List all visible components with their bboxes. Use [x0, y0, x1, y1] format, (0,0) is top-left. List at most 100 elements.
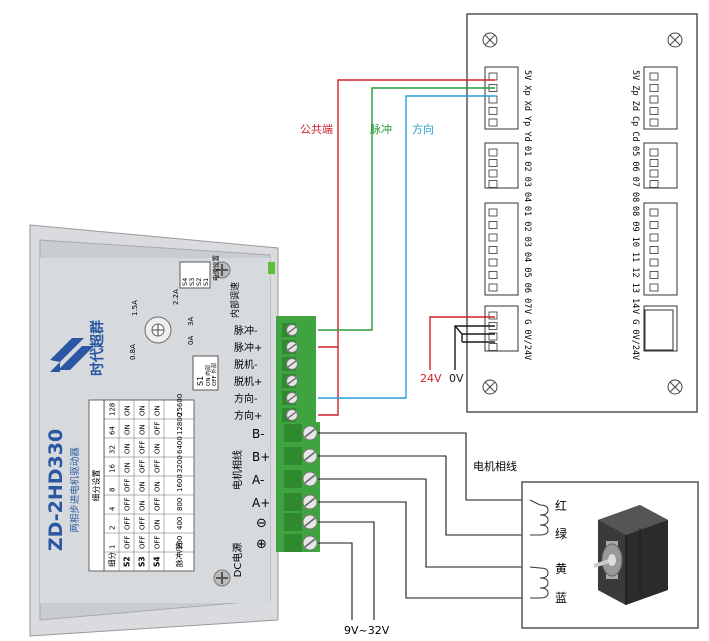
table-cell: OFF — [139, 535, 147, 549]
table-cell: 6400 — [176, 436, 184, 454]
table-cell: OFF — [124, 497, 132, 511]
table-cell: 800 — [176, 498, 184, 511]
label-common: 公共端 — [300, 123, 333, 136]
table-cell: OFF — [139, 459, 147, 473]
table-cell: ON — [139, 424, 147, 435]
signal-terminal-label: 脱机+ — [234, 375, 262, 388]
screw-icon — [667, 379, 683, 395]
table-cell: OFF — [139, 440, 147, 454]
driver-subtitle: 两相步进电机驱动器 — [69, 447, 81, 533]
table-cell: 8 — [109, 488, 117, 492]
wire-power-neg — [318, 521, 375, 620]
switch-label: S2 — [195, 278, 203, 286]
motor-terminal-block — [276, 422, 320, 552]
table-cell: ON — [154, 405, 162, 416]
s1-on: ON 内部 — [204, 364, 212, 386]
table-cell: 128 — [109, 403, 117, 416]
stepper-driver: 时代超群 0.8A 1.5A 2.2A 3A 0A S4 S3 S2 S1 电流… — [29, 224, 279, 637]
current-label: 2.2A — [172, 289, 180, 305]
table-cell: ON — [154, 481, 162, 492]
motor-panel: 红 绿 黄 蓝 — [521, 481, 699, 629]
brand-name: 时代超群 — [89, 320, 106, 376]
table-cell: ON — [124, 462, 132, 473]
current-label: 0.8A — [129, 344, 137, 360]
table-cell: ON — [139, 481, 147, 492]
power-label: DC电源 — [231, 543, 244, 578]
table-header-cell: S4 — [153, 556, 162, 567]
wire-pulse — [318, 87, 495, 331]
signal-terminal-label: 方向- — [234, 392, 258, 405]
table-header-cell: S2 — [123, 556, 132, 567]
controller-label: 5V Zp Zd Cp Cd — [630, 70, 640, 142]
motor-terminal-label: B- — [252, 427, 265, 441]
table-cell: OFF — [154, 497, 162, 511]
table-cell: 12800 — [176, 413, 184, 435]
table-cell: ON — [124, 405, 132, 416]
table-cell: ON — [154, 519, 162, 530]
label-0v: 0V — [449, 372, 464, 385]
current-label: 1.5A — [131, 300, 139, 316]
motor-terminal-label: A+ — [252, 496, 270, 510]
motor-terminal-label: A- — [252, 473, 264, 487]
stepper-motor-icon — [593, 505, 668, 605]
label-motor-phase: 电机相线 — [473, 459, 517, 473]
table-cell: ON — [124, 424, 132, 435]
wire-24v — [429, 316, 495, 370]
label-pulse: 脉冲 — [370, 122, 392, 136]
table-cell: OFF — [124, 478, 132, 492]
switch-label: S4 — [181, 278, 189, 286]
signal-terminal-label: 方向+ — [234, 409, 262, 422]
wire-b-minus — [318, 432, 530, 501]
switch-label: S1 — [202, 278, 210, 286]
signal-terminal-label: 脱机- — [234, 358, 258, 371]
label-24v: 24V — [420, 372, 442, 385]
table-cell: OFF — [154, 535, 162, 549]
table-cell: 1 — [109, 545, 117, 549]
table-cell: 16 — [109, 464, 117, 473]
controller-board: 5V Xp Xd Yp Yd 01 02 03 04 01 02 03 04 0… — [466, 13, 698, 413]
table-cell: OFF — [124, 535, 132, 549]
screw-icon — [482, 32, 498, 48]
table-cell: OFF — [124, 516, 132, 530]
coil-color-red: 红 — [555, 498, 567, 513]
switch-label: S3 — [188, 278, 196, 286]
table-cell: 2 — [109, 526, 117, 530]
controller-label: 01 02 03 04 05 06 07 — [522, 206, 532, 308]
controller-label: V G 0V/24V — [630, 309, 640, 360]
coil-color-yellow: 黄 — [555, 562, 567, 576]
table-cell: 64 — [109, 426, 117, 435]
wire-common — [318, 79, 495, 348]
driver-model: ZD-2HD330 — [45, 429, 67, 551]
table-header-cell: S3 — [138, 556, 147, 567]
screw-icon — [213, 261, 231, 279]
s1-title: S1 — [196, 376, 205, 386]
internal-speed-label: 内部调速 — [229, 282, 241, 318]
table-cell: 200 — [176, 536, 184, 549]
wire-direction — [318, 95, 495, 399]
controller-label: 01 02 03 04 — [522, 146, 532, 202]
current-label: 0A — [187, 336, 195, 345]
table-cell: OFF — [139, 516, 147, 530]
table-cell: ON — [139, 500, 147, 511]
table-cell: ON — [124, 443, 132, 454]
table-cell: ON — [154, 443, 162, 454]
table-cell: 4 — [109, 506, 117, 511]
motor-block-label: 电机相线 — [231, 450, 244, 490]
signal-terminal-label: 脉冲+ — [234, 341, 262, 354]
power-terminal-label: ⊖ — [256, 516, 267, 531]
signal-terminal-block — [276, 316, 316, 422]
s1-off: OFF 外部 — [210, 362, 218, 386]
wire-power-pos — [318, 542, 353, 620]
wire-a-plus — [318, 501, 530, 599]
coil-color-blue: 蓝 — [555, 591, 567, 605]
current-label: 3A — [187, 317, 195, 326]
table-cell: 1600 — [176, 474, 184, 492]
table-header-cell: 脉冲/转 — [174, 541, 184, 567]
coil-color-green: 绿 — [555, 526, 567, 541]
wire-common-dir — [318, 347, 339, 416]
label-supply: 9V~32V — [344, 624, 390, 637]
table-cell: 400 — [176, 517, 184, 530]
table-cell: OFF — [154, 421, 162, 435]
